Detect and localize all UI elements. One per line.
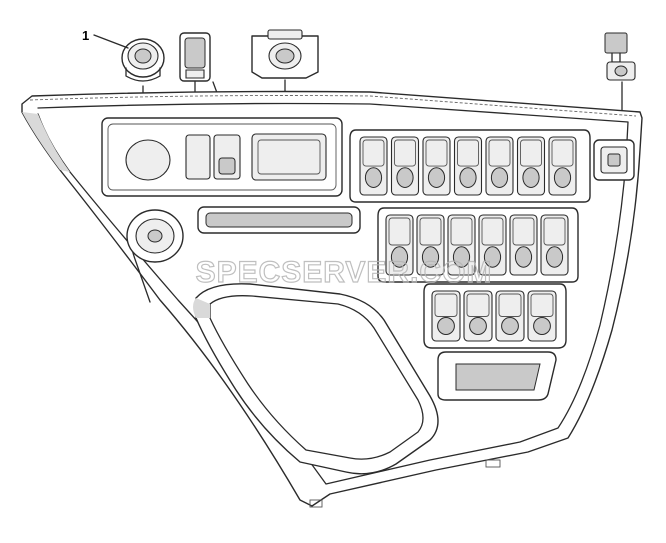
rocker-switch	[431, 290, 461, 342]
rocker-switch	[463, 290, 493, 342]
rocker-switch	[447, 214, 476, 276]
rocker-switch	[516, 136, 546, 196]
rocker-switch	[485, 136, 514, 196]
rocker-switch	[359, 136, 388, 196]
rocker-switch	[540, 214, 569, 276]
callout-1: 1	[82, 28, 129, 49]
callout-1-label: 1	[82, 28, 89, 43]
mounting-tabs	[309, 459, 501, 508]
rocker-switch	[495, 290, 525, 342]
horizontal-slot	[197, 206, 361, 234]
display-socket	[251, 133, 327, 181]
switch-row-3-items	[431, 290, 557, 342]
rocker-switch	[478, 214, 507, 276]
rocker-switch	[527, 290, 557, 342]
knob-socket	[125, 139, 171, 181]
switch-row-1-items	[359, 136, 577, 196]
rocker-switch	[385, 214, 414, 276]
part-1-round-knob	[121, 38, 165, 82]
rocker-socket-a	[185, 134, 211, 180]
rocker-switch	[416, 214, 445, 276]
rocker-switch	[422, 136, 451, 196]
part-toggle-switch	[604, 32, 636, 81]
part-display-module	[251, 29, 319, 79]
rocker-switch	[509, 214, 538, 276]
storage-opening	[193, 283, 439, 475]
watermark-text: SPECSERVER.COM	[196, 256, 493, 289]
right-single-switch-socket	[593, 139, 635, 181]
rocker-switch	[453, 136, 483, 196]
rocker-switch	[390, 136, 420, 196]
rocker-switch	[548, 136, 577, 196]
switch-row-2-items	[385, 214, 569, 276]
part-rocker-switch	[179, 32, 211, 82]
callout-1-leader	[93, 34, 129, 49]
lower-left-round-knob	[126, 209, 184, 263]
bottom-recess	[437, 351, 557, 401]
upper-left-switch-cluster	[101, 117, 343, 197]
